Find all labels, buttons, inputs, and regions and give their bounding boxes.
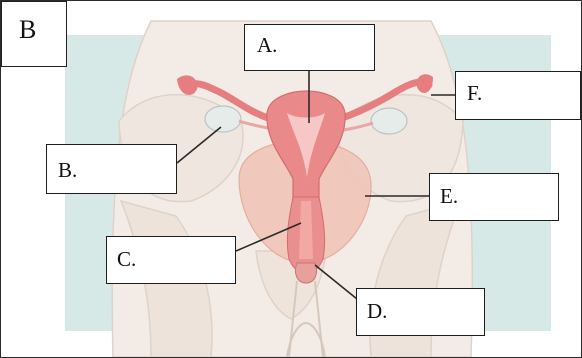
- panel-letter: B: [1, 1, 67, 67]
- label-f-text: F.: [467, 83, 482, 104]
- label-box-f[interactable]: F.: [455, 71, 581, 120]
- label-box-b[interactable]: B.: [46, 144, 177, 194]
- vulva: [295, 263, 316, 283]
- label-e-text: E.: [440, 186, 458, 207]
- label-b-text: B.: [58, 160, 77, 181]
- vaginal-canal: [299, 201, 313, 259]
- label-box-a[interactable]: A.: [244, 24, 375, 71]
- label-c-text: C.: [117, 249, 136, 270]
- label-box-e[interactable]: E.: [429, 173, 559, 221]
- label-box-c[interactable]: C.: [106, 236, 236, 284]
- label-box-d[interactable]: D.: [356, 288, 485, 336]
- label-d-text: D.: [367, 301, 387, 322]
- label-a-text: A.: [257, 35, 277, 56]
